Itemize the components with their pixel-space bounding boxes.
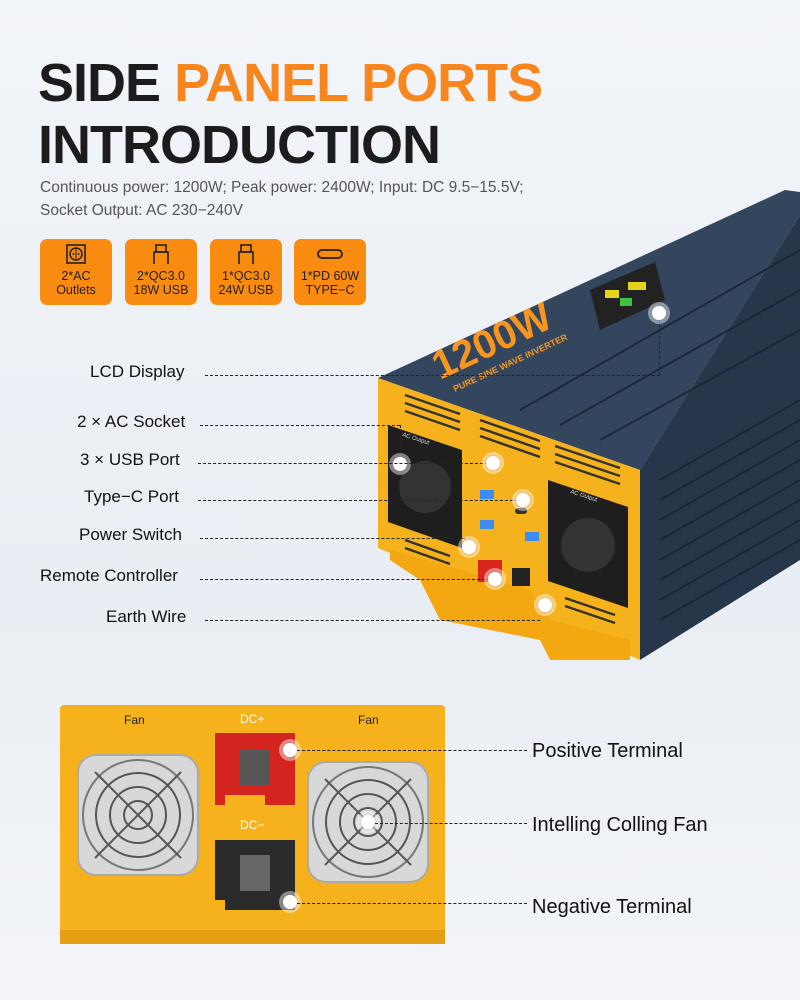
callout-dot bbox=[283, 895, 297, 909]
usb-port bbox=[480, 490, 494, 499]
leader-line bbox=[659, 315, 660, 375]
specs-line1: Continuous power: 1200W; Peak power: 240… bbox=[40, 179, 524, 196]
label-cooling-fan: Intelling Colling Fan bbox=[532, 814, 708, 836]
badge-line1: 2*QC3.0 bbox=[137, 269, 185, 283]
badge-line1: 1*PD 60W bbox=[300, 269, 360, 283]
label-positive-terminal: Positive Terminal bbox=[532, 740, 683, 762]
leader-line bbox=[200, 425, 400, 426]
usb-port bbox=[525, 532, 539, 541]
vent-slots bbox=[404, 393, 621, 625]
callout-dot bbox=[393, 457, 407, 471]
label-power-switch: Power Switch bbox=[79, 525, 182, 544]
usb-port bbox=[480, 520, 494, 529]
specs-subtitle: Continuous power: 1200W; Peak power: 240… bbox=[40, 176, 524, 222]
leader-line bbox=[205, 375, 660, 376]
dc-minus-label: DC− bbox=[240, 818, 265, 832]
page-title: SIDE PANEL PORTS INTRODUCTION bbox=[38, 52, 543, 176]
remote-port bbox=[512, 568, 530, 586]
usb-icon bbox=[238, 244, 254, 264]
label-lcd-display: LCD Display bbox=[90, 362, 185, 381]
leader-line bbox=[400, 425, 401, 465]
leader-line bbox=[200, 538, 465, 539]
lcd-display bbox=[590, 262, 665, 330]
specs-line2: Socket Output: AC 230−240V bbox=[40, 202, 243, 219]
label-negative-terminal: Negative Terminal bbox=[532, 896, 692, 918]
type-c-icon bbox=[317, 249, 343, 259]
badge-line2: TYPE−C bbox=[305, 283, 355, 297]
badge-line2: 24W USB bbox=[218, 283, 274, 297]
label-usb-port: 3 × USB Port bbox=[80, 450, 180, 469]
fan-right-label: Fan bbox=[358, 713, 379, 727]
usb-icon bbox=[153, 244, 169, 264]
inverter-top-face bbox=[378, 190, 800, 470]
fan-left-label: Fan bbox=[124, 713, 145, 727]
leader-line bbox=[200, 579, 490, 580]
leader-line bbox=[205, 620, 540, 621]
label-type-c-port: Type−C Port bbox=[84, 487, 179, 506]
fan-left bbox=[77, 754, 199, 876]
badge-line2: 18W USB bbox=[133, 283, 189, 297]
leader-line bbox=[297, 750, 527, 751]
badge-line1: 1*QC3.0 bbox=[222, 269, 270, 283]
leader-line bbox=[297, 903, 527, 904]
callout-dot bbox=[516, 493, 530, 507]
callout-dot bbox=[361, 815, 375, 829]
badge-line2: Outlets bbox=[56, 283, 96, 297]
title-line2: INTRODUCTION bbox=[38, 115, 441, 175]
callout-dot bbox=[488, 572, 502, 586]
callout-dot bbox=[486, 456, 500, 470]
leader-line bbox=[375, 823, 527, 824]
callout-dot bbox=[652, 306, 666, 320]
dc-plus-label: DC+ bbox=[240, 712, 265, 726]
label-earth-wire: Earth Wire bbox=[106, 607, 187, 626]
title-accent: PANEL PORTS bbox=[174, 53, 543, 113]
callout-dot bbox=[283, 743, 297, 757]
badge-line1: 2*AC bbox=[61, 269, 91, 283]
type-c-port bbox=[515, 508, 527, 514]
title-dark: SIDE bbox=[38, 53, 161, 113]
label-ac-socket: 2 × AC Socket bbox=[77, 412, 186, 431]
leader-line bbox=[198, 500, 518, 501]
ac-outlet-icon bbox=[66, 244, 86, 264]
callout-dot bbox=[462, 540, 476, 554]
callout-dot bbox=[538, 598, 552, 612]
label-remote-controller: Remote Controller bbox=[40, 566, 178, 585]
heatsink-fins bbox=[519, 249, 800, 621]
leader-line bbox=[198, 463, 488, 464]
